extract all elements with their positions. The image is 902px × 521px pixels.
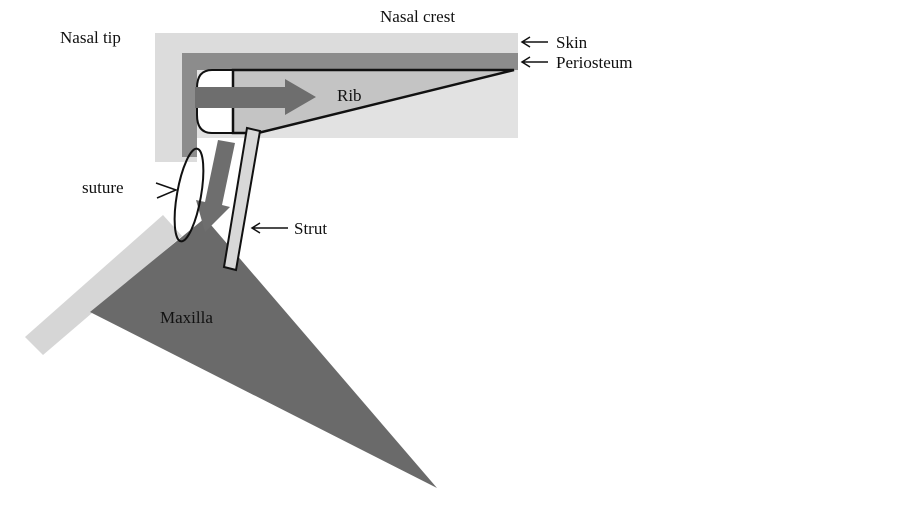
label-strut: Strut <box>294 219 327 238</box>
suture-ellipse <box>173 147 205 243</box>
maxilla-shape <box>90 218 437 488</box>
periosteum-layer <box>182 53 518 157</box>
label-periosteum: Periosteum <box>556 53 633 72</box>
label-rib: Rib <box>337 86 362 105</box>
label-suture: suture <box>82 178 124 197</box>
skin-pointer-icon <box>520 36 548 48</box>
periosteum-pointer-icon <box>520 56 548 68</box>
down-arrow-icon <box>196 140 235 232</box>
strut-graft <box>222 126 262 272</box>
label-skin: Skin <box>556 33 588 52</box>
label-nasal-tip: Nasal tip <box>60 28 121 47</box>
nasal-bone-bar <box>25 215 182 355</box>
right-arrow-icon <box>195 79 316 115</box>
strut-pointer-icon <box>250 222 288 234</box>
label-nasal-crest: Nasal crest <box>380 7 455 26</box>
suture-pointer-icon <box>155 182 179 199</box>
label-maxilla: Maxilla <box>160 308 213 327</box>
